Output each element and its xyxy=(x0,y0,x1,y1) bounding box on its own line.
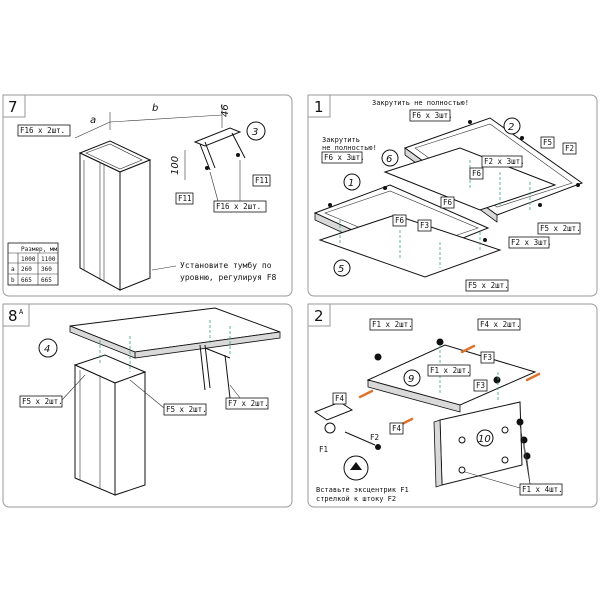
label-f6: F6 xyxy=(395,216,405,225)
label-f4: F4 xyxy=(335,394,345,403)
table-cell: 665 xyxy=(41,277,52,284)
label-f1-top: F1 x 2шт. xyxy=(372,320,413,329)
note-left: Закрутить xyxy=(322,136,360,144)
label-f16-bottom: F16 x 2шт. xyxy=(216,202,261,211)
label-f1-small: F1 xyxy=(319,445,328,454)
panel-step-8a: 8 A 4 F5 xyxy=(2,303,293,508)
panel-frame xyxy=(307,303,598,508)
guide-lines xyxy=(99,320,231,372)
table-header: Размер, мм xyxy=(21,246,58,253)
panel-step-1: 1 Закрутить не полностью! Закрутить не п… xyxy=(307,94,598,297)
label-f3: F3 xyxy=(483,353,492,362)
eccentric-inset xyxy=(313,401,381,481)
step-badge xyxy=(2,303,30,327)
cabinet xyxy=(78,140,152,291)
label-f3: F3 xyxy=(420,221,429,230)
dim-100: 100 xyxy=(170,156,181,175)
dim-b: b xyxy=(152,103,158,114)
label-f7: F7 x 2шт. xyxy=(228,399,269,408)
leg-bracket xyxy=(199,344,231,399)
label-f1-x4: F1 x 4шт. xyxy=(522,485,563,494)
part-1: 1 xyxy=(348,178,354,189)
step-badge xyxy=(307,94,331,118)
step-number: 7 xyxy=(8,98,18,116)
note-line: Установите тумбу по xyxy=(180,260,272,270)
panel-step-7: 7 a b 46 100 xyxy=(2,94,293,297)
label-f2-small: F2 xyxy=(370,433,379,442)
table-cell: b xyxy=(11,277,15,284)
tabletop xyxy=(69,307,281,359)
panel-step-2: 2 9 10 xyxy=(307,303,598,508)
part-2: 2 xyxy=(508,122,514,133)
part-4: 4 xyxy=(44,344,50,355)
label-f6-left: F6 x 3шт. xyxy=(324,153,365,162)
table-cell: 260 xyxy=(21,266,32,273)
label-f4-top: F4 x 2шт. xyxy=(480,320,521,329)
step-number: 1 xyxy=(314,98,324,116)
dim-a: a xyxy=(90,115,96,126)
label-f4: F4 xyxy=(392,424,402,433)
part-6: 6 xyxy=(386,154,392,165)
part-10: 10 xyxy=(478,434,491,445)
label-f2-x3: F2 x 3шт. xyxy=(484,157,525,166)
label-f11-right: F11 xyxy=(255,176,269,185)
cabinet xyxy=(73,354,147,496)
label-f5-mid: F5 x 2шт. xyxy=(166,405,207,414)
step-superscript: A xyxy=(19,308,24,316)
label-f6: F6 xyxy=(472,169,482,178)
step-number: 8 xyxy=(8,307,18,325)
label-f5: F5 xyxy=(543,138,552,147)
note-line: Вставьте эксцентрик F1 xyxy=(316,486,409,494)
note-line: стрелкой к штоку F2 xyxy=(316,495,396,503)
table-cell: 1100 xyxy=(41,256,56,263)
panel-part-9 xyxy=(366,344,537,413)
note-line: уровню, регулируя F8 xyxy=(180,273,277,282)
panel-frame xyxy=(2,303,293,508)
label-f5-x2: F5 x 2шт. xyxy=(540,224,581,233)
label-f1-mid: F1 x 2шт. xyxy=(430,366,471,375)
label-f2-x3: F2 x 3шт. xyxy=(511,238,552,247)
table-cell: a xyxy=(11,266,15,273)
label-f5-left: F5 x 2шт. xyxy=(22,397,63,406)
panel-frame xyxy=(2,94,293,297)
label-f6: F6 xyxy=(443,198,453,207)
label-f5-x2: F5 x 2шт. xyxy=(468,281,509,290)
label-f3: F3 xyxy=(476,381,485,390)
label-f11-left: F11 xyxy=(178,194,192,203)
step-badge xyxy=(2,94,26,118)
note-left: не полностью! xyxy=(322,144,377,152)
table-cell: 665 xyxy=(21,277,32,284)
note-top: Закрутить не полностью! xyxy=(372,99,469,107)
table-cell: 360 xyxy=(41,266,52,273)
part-5: 5 xyxy=(338,264,344,275)
label-f6-top: F6 x 3шт. xyxy=(412,111,453,120)
bracket: 3 xyxy=(193,121,266,171)
dim-46: 46 xyxy=(220,104,231,117)
table-cell: 1000 xyxy=(21,256,36,263)
panel-part-5 xyxy=(318,214,502,278)
step-badge xyxy=(307,303,331,327)
panel-frame xyxy=(307,94,598,297)
screws xyxy=(328,120,580,242)
size-table: Размер, мм 1000 1100 a 260 360 b 665 665 xyxy=(7,242,59,286)
part-3: 3 xyxy=(252,127,258,138)
step-number: 2 xyxy=(314,307,324,325)
label-f16-top: F16 x 2шт. xyxy=(20,126,65,135)
dimension-lines: a b 46 100 xyxy=(74,103,231,180)
part-9: 9 xyxy=(408,374,414,385)
label-f2: F2 xyxy=(565,144,574,153)
